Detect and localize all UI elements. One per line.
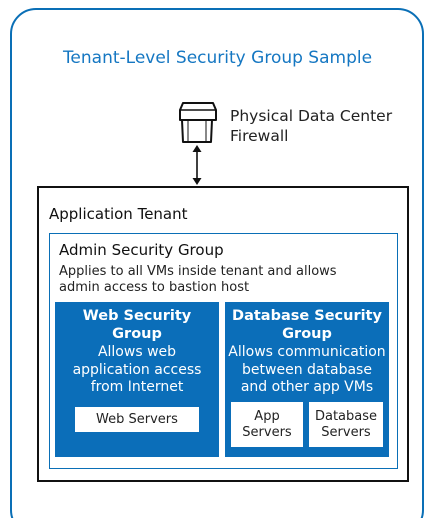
database-servers-line1: Database	[314, 408, 378, 424]
admin-desc-line1: Applies to all VMs inside tenant and all…	[59, 264, 337, 279]
app-servers-line1: App	[254, 408, 280, 424]
database-servers-box: Database Servers	[309, 402, 383, 447]
web-servers-box: Web Servers	[75, 407, 199, 432]
db-title-line2: Group	[282, 326, 332, 342]
web-desc-line3: from Internet	[90, 379, 184, 395]
firewall-label-line2: Firewall	[230, 127, 289, 145]
firewall-label-line1: Physical Data Center	[230, 107, 393, 125]
web-desc-line2: application access	[72, 361, 202, 378]
web-desc-line1: Allows web	[97, 344, 177, 360]
web-servers-label: Web Servers	[96, 411, 178, 427]
db-title-line1: Database Security	[232, 308, 382, 324]
admin-security-group: Admin Security Group Applies to all VMs …	[49, 233, 398, 469]
db-desc-line3: and other app VMs	[240, 379, 374, 395]
firewall-icon	[179, 102, 217, 143]
admin-desc-line2: admin access to bastion host	[59, 280, 250, 295]
admin-security-group-description: Applies to all VMs inside tenant and all…	[59, 264, 337, 296]
database-servers-line2: Servers	[321, 424, 371, 440]
outer-frame	[10, 8, 424, 518]
application-tenant-title: Application Tenant	[49, 205, 188, 223]
web-title-line2: Group	[112, 326, 162, 342]
application-tenant-box: Application Tenant Admin Security Group …	[37, 186, 409, 482]
app-servers-box: App Servers	[231, 402, 303, 447]
database-security-group-description: Allows communication between database an…	[225, 344, 389, 397]
diagram-title: Tenant-Level Security Group Sample	[62, 48, 373, 68]
db-desc-line1: Allows communication	[228, 344, 386, 360]
web-security-group-title: Web Security Group	[55, 307, 219, 343]
bidirectional-arrow	[192, 145, 202, 185]
firewall-label: Physical Data Center Firewall	[230, 106, 392, 146]
web-security-group: Web Security Group Allows web applicatio…	[55, 302, 219, 457]
database-security-group: Database Security Group Allows communica…	[225, 302, 389, 457]
database-security-group-title: Database Security Group	[225, 307, 389, 343]
admin-security-group-title: Admin Security Group	[59, 241, 224, 259]
web-security-group-description: Allows web application access from Inter…	[55, 344, 219, 397]
db-desc-line2: between database	[242, 361, 372, 378]
web-title-line1: Web Security	[82, 308, 192, 324]
app-servers-line2: Servers	[242, 424, 292, 440]
